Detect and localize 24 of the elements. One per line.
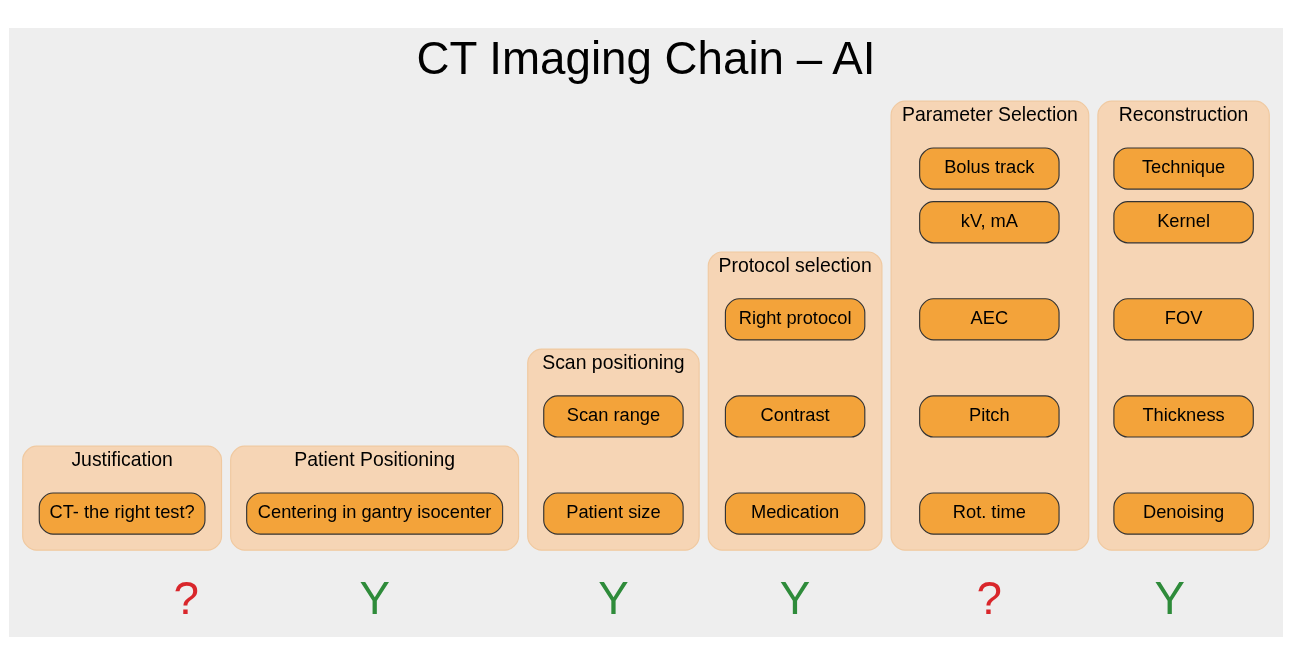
label: ? (173, 572, 199, 624)
node-box: Centering in gantry isocenter (246, 491, 504, 535)
node-box: Pitch (919, 394, 1060, 438)
node-box: Kernel (1113, 200, 1254, 243)
node-box: Contrast (724, 394, 866, 438)
label: Y (779, 572, 811, 624)
label: ? (976, 572, 1003, 624)
label: Y (359, 572, 390, 624)
node-box: CT- the right test? (38, 491, 206, 535)
node-box: Right protocol (724, 297, 866, 340)
node-box: Medication (724, 491, 866, 535)
node-box: FOV (1113, 297, 1254, 340)
node-box: Thickness (1113, 394, 1254, 438)
node-box: Patient size (543, 491, 684, 535)
node-box: Bolus track (919, 146, 1060, 190)
node-box: Denoising (1113, 491, 1254, 535)
node-box: AEC (919, 297, 1060, 340)
node-box: kV, mA (919, 200, 1060, 243)
label: Y (1154, 572, 1186, 624)
node-box: Scan range (543, 394, 684, 438)
diagram-title: CT Imaging Chain – AI (416, 32, 876, 84)
node-box: Technique (1113, 146, 1254, 190)
node-box: Rot. time (919, 491, 1060, 535)
label: Y (598, 572, 629, 624)
